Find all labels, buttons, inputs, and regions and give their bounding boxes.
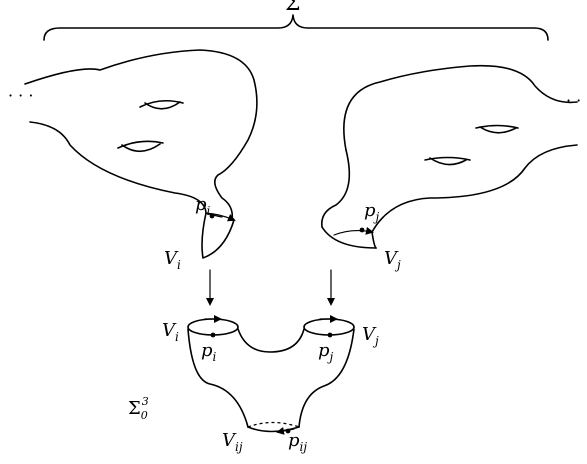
p-ij-label: pij [288, 430, 307, 454]
right-surface-piece [320, 64, 578, 249]
p-j-top-label: pj [364, 200, 380, 224]
sigma-brace [43, 14, 549, 41]
p-i-point-bottom [210, 332, 216, 338]
ellipsis-left: · · · [8, 86, 33, 105]
V-j-bottom-label: Vj [362, 324, 379, 348]
p-j-bottom-label: pj [318, 340, 334, 364]
sigma-label: Σ [285, 0, 301, 16]
p-i-bottom-label: pi [201, 340, 217, 364]
sigma-0-3-label: Σ03 [128, 395, 149, 422]
pair-of-pants [187, 315, 355, 435]
p-i-point-top [209, 213, 215, 219]
p-j-point-bottom [327, 332, 333, 338]
ellipsis-right: · · [566, 91, 581, 110]
V-i-top-label: Vi [164, 248, 181, 272]
V-j-top-label: Vj [384, 248, 401, 272]
V-i-bottom-label: Vi [162, 320, 179, 344]
V-ij-label: Vij [222, 430, 243, 454]
p-j-point-top [359, 227, 365, 233]
left-surface-piece [24, 49, 258, 259]
p-i-top-label: pi [195, 194, 211, 218]
p-ij-point [285, 428, 291, 434]
